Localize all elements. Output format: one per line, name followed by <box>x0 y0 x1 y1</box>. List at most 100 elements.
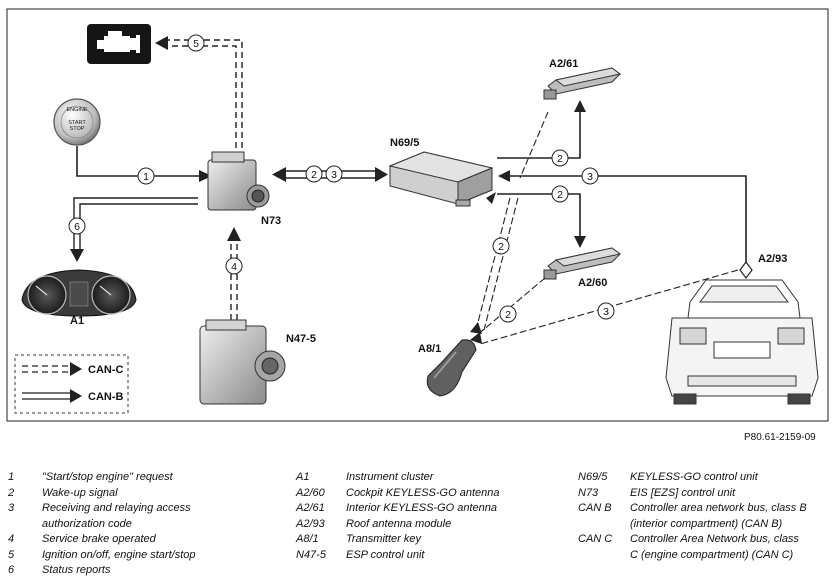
legend-text: C (engine compartment) (CAN C) <box>630 548 794 561</box>
arrowhead-2-3-left <box>272 167 286 182</box>
legend-text: (interior compartment) (CAN B) <box>630 517 783 530</box>
number-4-marker: 4 <box>225 257 243 275</box>
connection-a2-60 <box>497 193 581 236</box>
legend-text: Controller area network bus, class B <box>630 502 807 514</box>
legend-row: A8/1 Transmitter key <box>296 532 556 548</box>
legend-text: Cockpit KEYLESS-GO antenna <box>346 486 500 499</box>
number-6-marker: 6 <box>68 217 86 235</box>
connection-5 <box>168 39 243 148</box>
svg-text:3: 3 <box>331 169 337 181</box>
legend-row: CAN C Controller Area Network bus, class <box>578 532 833 548</box>
instrument-cluster <box>21 269 137 317</box>
legend-row: A1 Instrument cluster <box>296 470 556 486</box>
connection-1 <box>76 146 200 177</box>
wireless-a2-61 <box>519 111 549 179</box>
legend-text: Transmitter key <box>346 533 421 545</box>
arrowhead-wireless-key-1 <box>470 322 482 334</box>
connection-a2-61 <box>497 112 581 159</box>
legend-text: Status reports <box>42 564 111 576</box>
legend-text: Roof antenna module <box>346 517 452 530</box>
arrowhead-1 <box>199 170 212 182</box>
can-c-label: CAN-C <box>88 364 123 376</box>
legend-key: 5 <box>8 548 15 561</box>
legend-row: A2/93 Roof antenna module <box>296 517 556 533</box>
legend-text: Instrument cluster <box>346 471 434 483</box>
label-a2-93: A2/93 <box>758 253 787 265</box>
label-n73: N73 <box>261 215 281 227</box>
arrowhead-5 <box>155 36 168 50</box>
legend-key: CAN C <box>578 533 613 545</box>
legend-text: KEYLESS-GO control unit <box>630 471 758 483</box>
legend-row: N69/5 KEYLESS-GO control unit <box>578 470 833 486</box>
label-n69-5: N69/5 <box>390 137 419 149</box>
svg-text:4: 4 <box>231 261 237 273</box>
legend-key <box>8 517 42 533</box>
legend-text: Service brake operated <box>42 533 156 545</box>
svg-text:3: 3 <box>587 171 593 183</box>
legend-key: 3 <box>8 502 15 514</box>
number-3-marker-a2-93: 3 <box>581 167 599 185</box>
legend-text: ESP control unit <box>346 548 425 561</box>
arrowhead-6 <box>70 249 84 262</box>
legend-text: Interior KEYLESS-GO antenna <box>346 502 498 514</box>
legend-row: (interior compartment) (CAN B) <box>578 517 833 533</box>
number-2-marker-a2-60: 2 <box>551 185 569 203</box>
label-a8-1: A8/1 <box>418 343 441 355</box>
arrowhead-2-3-right <box>375 167 388 182</box>
can-b-label: CAN-B <box>88 391 123 403</box>
label-a1: A1 <box>70 315 84 327</box>
legend-row: authorization code <box>8 517 288 533</box>
legend-row: 5 Ignition on/off, engine start/stop <box>8 548 288 564</box>
svg-text:2: 2 <box>498 241 504 253</box>
n69-5-module <box>388 151 494 207</box>
number-2-marker-wireless-1: 2 <box>492 237 510 255</box>
legend-text: Ignition on/off, engine start/stop <box>42 548 196 561</box>
legend-key: A2/60 <box>296 486 325 499</box>
legend-key: A1 <box>296 471 310 483</box>
legend-key: N69/5 <box>578 471 608 483</box>
number-1-marker: 1 <box>137 167 155 185</box>
n47-5-module <box>199 319 286 405</box>
arrowhead-a2-60 <box>574 236 586 248</box>
legend-key: A2/93 <box>296 517 325 530</box>
label-a2-60: A2/60 <box>578 277 607 289</box>
a2-93-marker <box>739 261 753 279</box>
arrowhead-wireless-n69 <box>486 192 496 204</box>
svg-text:1: 1 <box>143 171 149 183</box>
legend-row: A2/60 Cockpit KEYLESS-GO antenna <box>296 486 556 502</box>
legend-text: Controller Area Network bus, class <box>630 533 799 545</box>
number-2-marker-can: 2 <box>305 165 323 183</box>
a2-60-antenna <box>543 247 622 280</box>
number-3-marker-wireless: 3 <box>597 302 615 320</box>
number-2-marker-wireless-2: 2 <box>499 305 517 323</box>
a2-61-antenna <box>543 67 622 100</box>
svg-text:2: 2 <box>505 309 511 321</box>
legend-text: Wake-up signal <box>42 486 118 499</box>
label-n47-5: N47-5 <box>286 333 316 345</box>
svg-text:2: 2 <box>311 169 317 181</box>
legend-row: CAN B Controller area network bus, class … <box>578 501 833 517</box>
svg-text:6: 6 <box>74 221 80 233</box>
engine-warning-lamp <box>87 24 151 64</box>
connection-4 <box>230 240 238 320</box>
legend-key: CAN B <box>578 502 612 514</box>
legend-key: 1 <box>8 471 15 483</box>
n73-module <box>207 151 270 211</box>
legend-key <box>578 517 630 533</box>
svg-text:3: 3 <box>603 306 609 318</box>
start-stop-button: ENGINE START STOP <box>53 98 101 146</box>
vehicle-rear-view <box>665 279 819 405</box>
legend-row: C (engine compartment) (CAN C) <box>578 548 833 564</box>
svg-text:START: START <box>68 120 86 126</box>
legend-key: A8/1 <box>296 533 319 545</box>
legend-text: Receiving and relaying access <box>42 502 191 514</box>
svg-text:5: 5 <box>193 38 199 50</box>
legend-text: authorization code <box>42 517 132 530</box>
legend-key: N73 <box>578 486 599 499</box>
number-2-marker-a2-61: 2 <box>551 149 569 167</box>
